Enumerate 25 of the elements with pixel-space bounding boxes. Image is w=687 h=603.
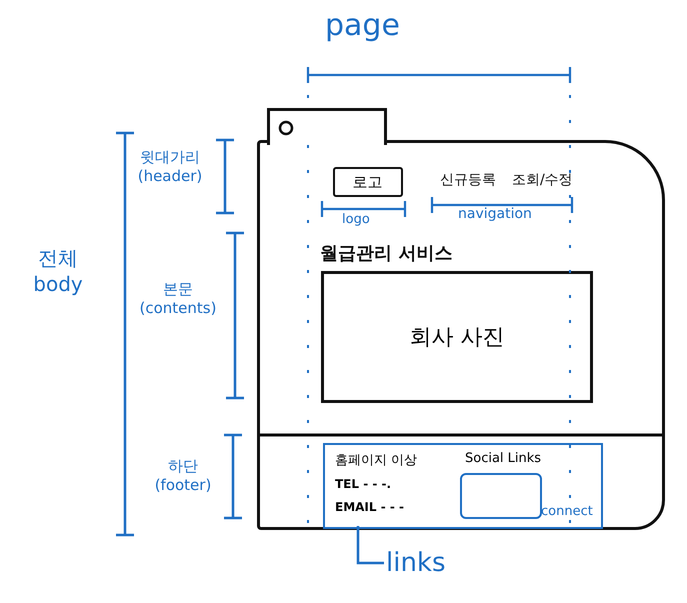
annotation-label: connect: [541, 504, 593, 519]
node-text: 회사 사진: [408, 324, 506, 352]
node-text: Social Links: [465, 451, 542, 466]
node-text: 홈페이지 이상: [335, 452, 418, 469]
nav-link: 조회/수정: [512, 171, 573, 189]
nav-link: 신규등록: [440, 171, 496, 189]
dimension-label: navigation: [458, 206, 532, 222]
links-label: links: [386, 545, 466, 581]
dimension-label: page: [325, 8, 400, 43]
browser-window: [257, 140, 665, 530]
social-links-box: [460, 473, 542, 519]
page-heading: 월급관리 서비스: [320, 242, 452, 265]
section-label: 하단 (footer): [154, 457, 212, 494]
wireframe-box: [333, 167, 403, 197]
leader-line: [356, 526, 384, 564]
node-text: TEL - - -.: [335, 477, 392, 491]
section-label: 전체 body: [32, 245, 84, 296]
footer-links-box: [323, 443, 603, 529]
content-panel: [321, 271, 593, 403]
dimension-label: logo: [342, 212, 370, 227]
section-label: 윗대가리 (header): [136, 148, 204, 185]
node-text: EMAIL - - -: [335, 500, 404, 514]
section-label: 본문 (contents): [138, 280, 218, 317]
node-text: 로고: [352, 173, 384, 192]
browser-tab: [267, 108, 387, 145]
